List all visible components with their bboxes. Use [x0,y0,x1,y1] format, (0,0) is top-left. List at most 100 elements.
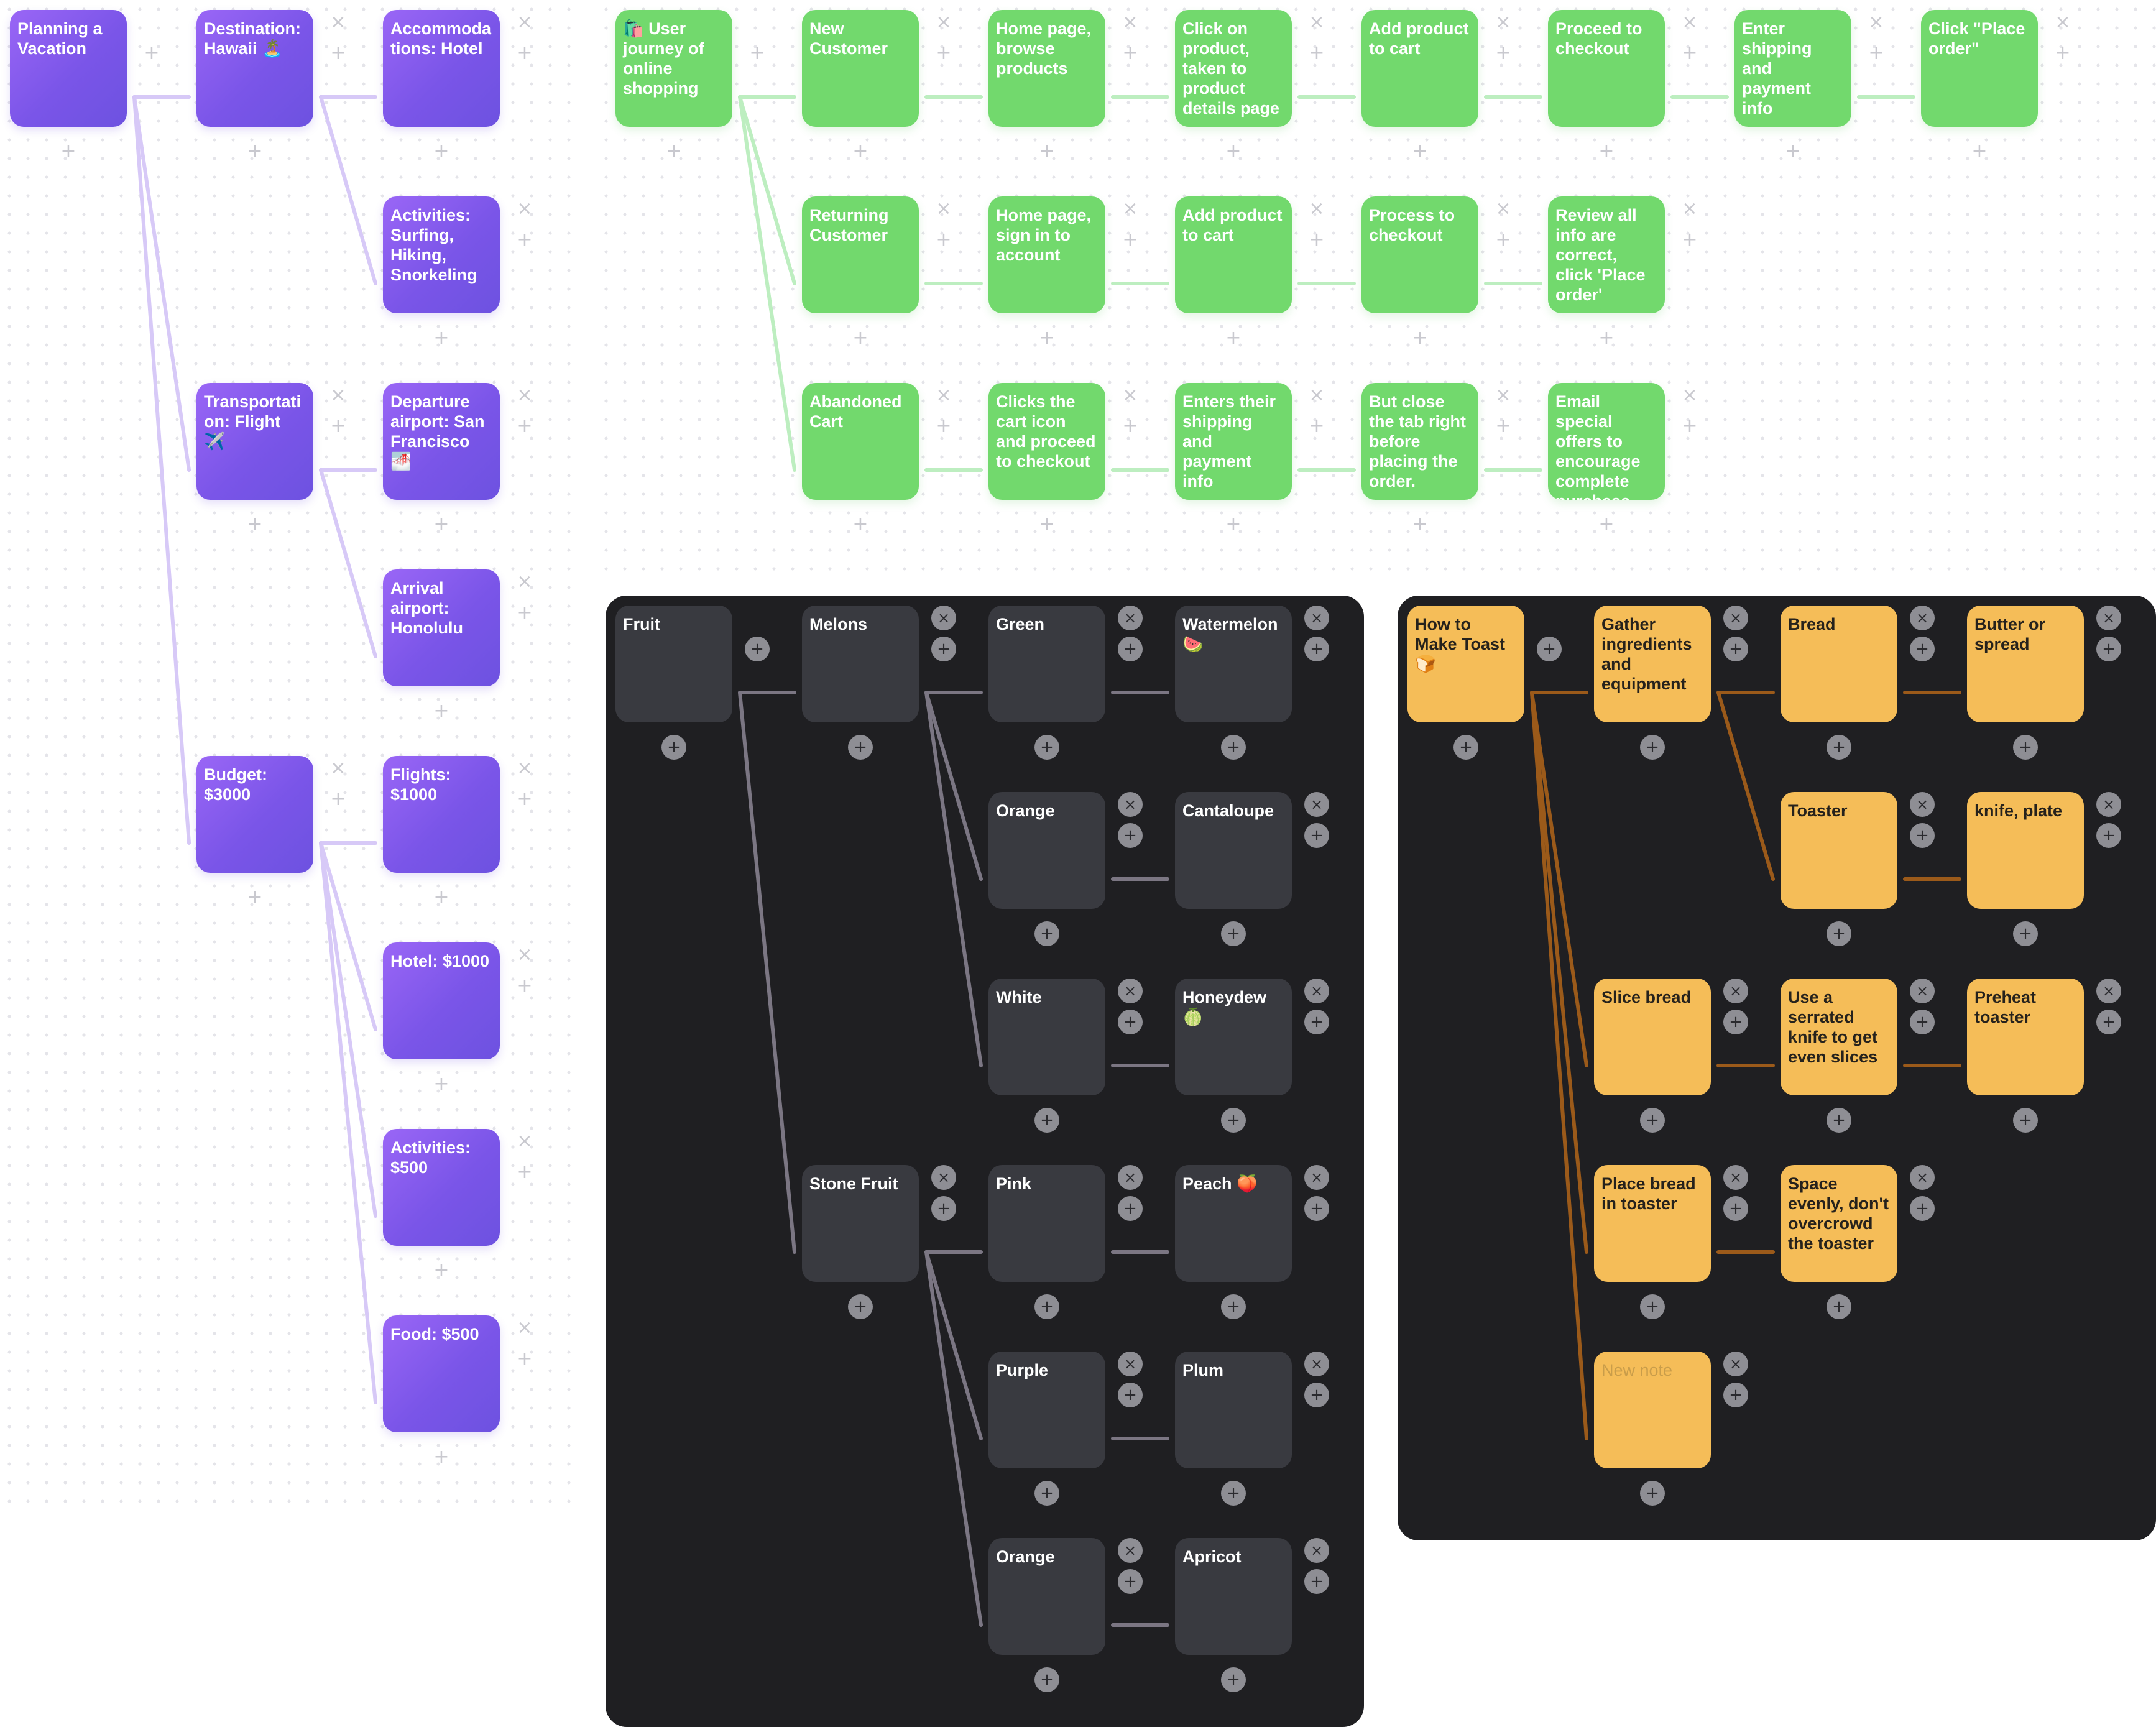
remove-icon[interactable]: × [517,384,533,406]
add-sibling-icon[interactable]: + [517,229,533,251]
note-j-ab-2[interactable]: Enters their shipping and payment info [1175,383,1292,500]
remove-icon[interactable]: × [517,11,533,33]
remove-icon[interactable]: × [517,1317,533,1338]
remove-icon[interactable]: × [1118,1165,1143,1190]
add-sibling-icon[interactable]: + [1910,1196,1935,1221]
remove-icon[interactable]: × [1682,11,1698,33]
add-sibling-icon[interactable]: + [1118,1010,1143,1034]
add-child-icon[interactable]: + [1221,1294,1246,1319]
note-vac-actb[interactable]: Activities: $500 [383,1129,500,1246]
add-child-icon[interactable]: + [1827,1294,1851,1319]
add-sibling-icon[interactable]: + [517,788,533,810]
remove-icon[interactable]: × [517,571,533,592]
remove-icon[interactable]: × [1122,198,1138,219]
add-child-icon[interactable]: + [433,1446,449,1468]
add-sibling-icon[interactable]: + [1304,637,1329,661]
note-f-m0b[interactable]: Watermelon 🍉 [1175,606,1292,722]
add-sibling-icon[interactable]: + [1309,415,1325,437]
add-child-icon[interactable]: + [433,700,449,722]
add-sibling-icon[interactable]: + [1910,1010,1935,1034]
add-child-icon[interactable]: + [1640,1294,1665,1319]
add-sibling-icon[interactable]: + [1122,415,1138,437]
add-sibling-icon[interactable]: + [1910,823,1935,848]
add-child-icon[interactable]: + [247,513,263,535]
add-child-icon[interactable]: + [1221,921,1246,946]
note-t-pre[interactable]: Preheat toaster [1967,979,2084,1095]
note-t-butter[interactable]: Butter or spread [1967,606,2084,722]
note-f-m1a[interactable]: Orange [988,792,1105,909]
note-j-ab-4[interactable]: Email special offers to encourage comple… [1548,383,1665,500]
remove-icon[interactable]: × [931,1165,956,1190]
add-sibling-icon[interactable]: + [1122,229,1138,251]
note-j-new-5[interactable]: Enter shipping and payment info [1734,10,1851,127]
remove-icon[interactable]: × [1304,1538,1329,1563]
remove-icon[interactable]: × [2055,11,2071,33]
remove-icon[interactable]: × [330,384,346,406]
add-sibling-icon[interactable]: + [1495,42,1511,64]
add-child-icon[interactable]: + [433,1260,449,1281]
add-child-icon[interactable]: + [1221,1481,1246,1506]
note-f-m1b[interactable]: Cantaloupe [1175,792,1292,909]
remove-icon[interactable]: × [517,1130,533,1152]
add-sibling-icon[interactable]: + [936,229,952,251]
add-child-icon[interactable]: + [433,887,449,908]
remove-icon[interactable]: × [517,757,533,779]
add-child-icon[interactable]: + [433,140,449,162]
note-j-ret-2[interactable]: Add product to cart [1175,196,1292,313]
remove-icon[interactable]: × [1118,1538,1143,1563]
add-sibling-icon[interactable]: + [517,1161,533,1183]
add-sibling-icon[interactable]: + [517,602,533,624]
note-f-stone[interactable]: Stone Fruit [802,1165,919,1282]
add-child-icon[interactable]: + [1034,1294,1059,1319]
add-child-icon[interactable]: + [60,140,76,162]
add-sibling-icon[interactable]: + [936,42,952,64]
remove-icon[interactable]: × [1495,11,1511,33]
remove-icon[interactable]: × [1304,979,1329,1003]
note-f-s0a[interactable]: Pink [988,1165,1105,1282]
add-sibling-icon[interactable]: + [1682,229,1698,251]
add-sibling-icon[interactable]: + [144,42,160,64]
remove-icon[interactable]: × [517,198,533,219]
note-vac-arr[interactable]: Arrival airport: Honolulu [383,569,500,686]
remove-icon[interactable]: × [1723,606,1748,630]
add-child-icon[interactable]: + [1221,735,1246,760]
remove-icon[interactable]: × [1304,1352,1329,1376]
note-f-s1b[interactable]: Plum [1175,1352,1292,1468]
note-vac-root[interactable]: Planning a Vacation [10,10,127,127]
note-vac-flights[interactable]: Flights: $1000 [383,756,500,873]
note-vac-food[interactable]: Food: $500 [383,1315,500,1432]
note-t-slice[interactable]: Slice bread [1594,979,1711,1095]
remove-icon[interactable]: × [1723,1352,1748,1376]
add-child-icon[interactable]: + [1221,1108,1246,1133]
add-sibling-icon[interactable]: + [1118,823,1143,848]
add-child-icon[interactable]: + [1034,1108,1059,1133]
remove-icon[interactable]: × [1682,198,1698,219]
note-j-new-4[interactable]: Proceed to checkout [1548,10,1665,127]
add-sibling-icon[interactable]: + [2055,42,2071,64]
note-t-place[interactable]: Place bread in toaster [1594,1165,1711,1282]
add-sibling-icon[interactable]: + [517,42,533,64]
remove-icon[interactable]: × [1304,792,1329,817]
remove-icon[interactable]: × [330,757,346,779]
add-child-icon[interactable]: + [1412,513,1428,535]
remove-icon[interactable]: × [330,11,346,33]
add-sibling-icon[interactable]: + [1118,1196,1143,1221]
note-f-m0a[interactable]: Green [988,606,1105,722]
note-f-s0b[interactable]: Peach 🍑 [1175,1165,1292,1282]
add-child-icon[interactable]: + [848,1294,873,1319]
add-child-icon[interactable]: + [1785,140,1801,162]
remove-icon[interactable]: × [1118,1352,1143,1376]
add-child-icon[interactable]: + [1039,140,1055,162]
note-t-gather[interactable]: Gather ingredients and equipment [1594,606,1711,722]
add-child-icon[interactable]: + [1412,140,1428,162]
note-j-new-1[interactable]: Home page, browse products [988,10,1105,127]
note-j-ab-3[interactable]: But close the tab right before placing t… [1361,383,1478,500]
add-child-icon[interactable]: + [1034,921,1059,946]
add-sibling-icon[interactable]: + [2096,1010,2121,1034]
note-j-ret-4[interactable]: Review all info are correct, click 'Plac… [1548,196,1665,313]
add-child-icon[interactable]: + [1034,735,1059,760]
note-j-new-2[interactable]: Click on product, taken to product detai… [1175,10,1292,127]
remove-icon[interactable]: × [1122,11,1138,33]
remove-icon[interactable]: × [1495,384,1511,406]
remove-icon[interactable]: × [936,11,952,33]
